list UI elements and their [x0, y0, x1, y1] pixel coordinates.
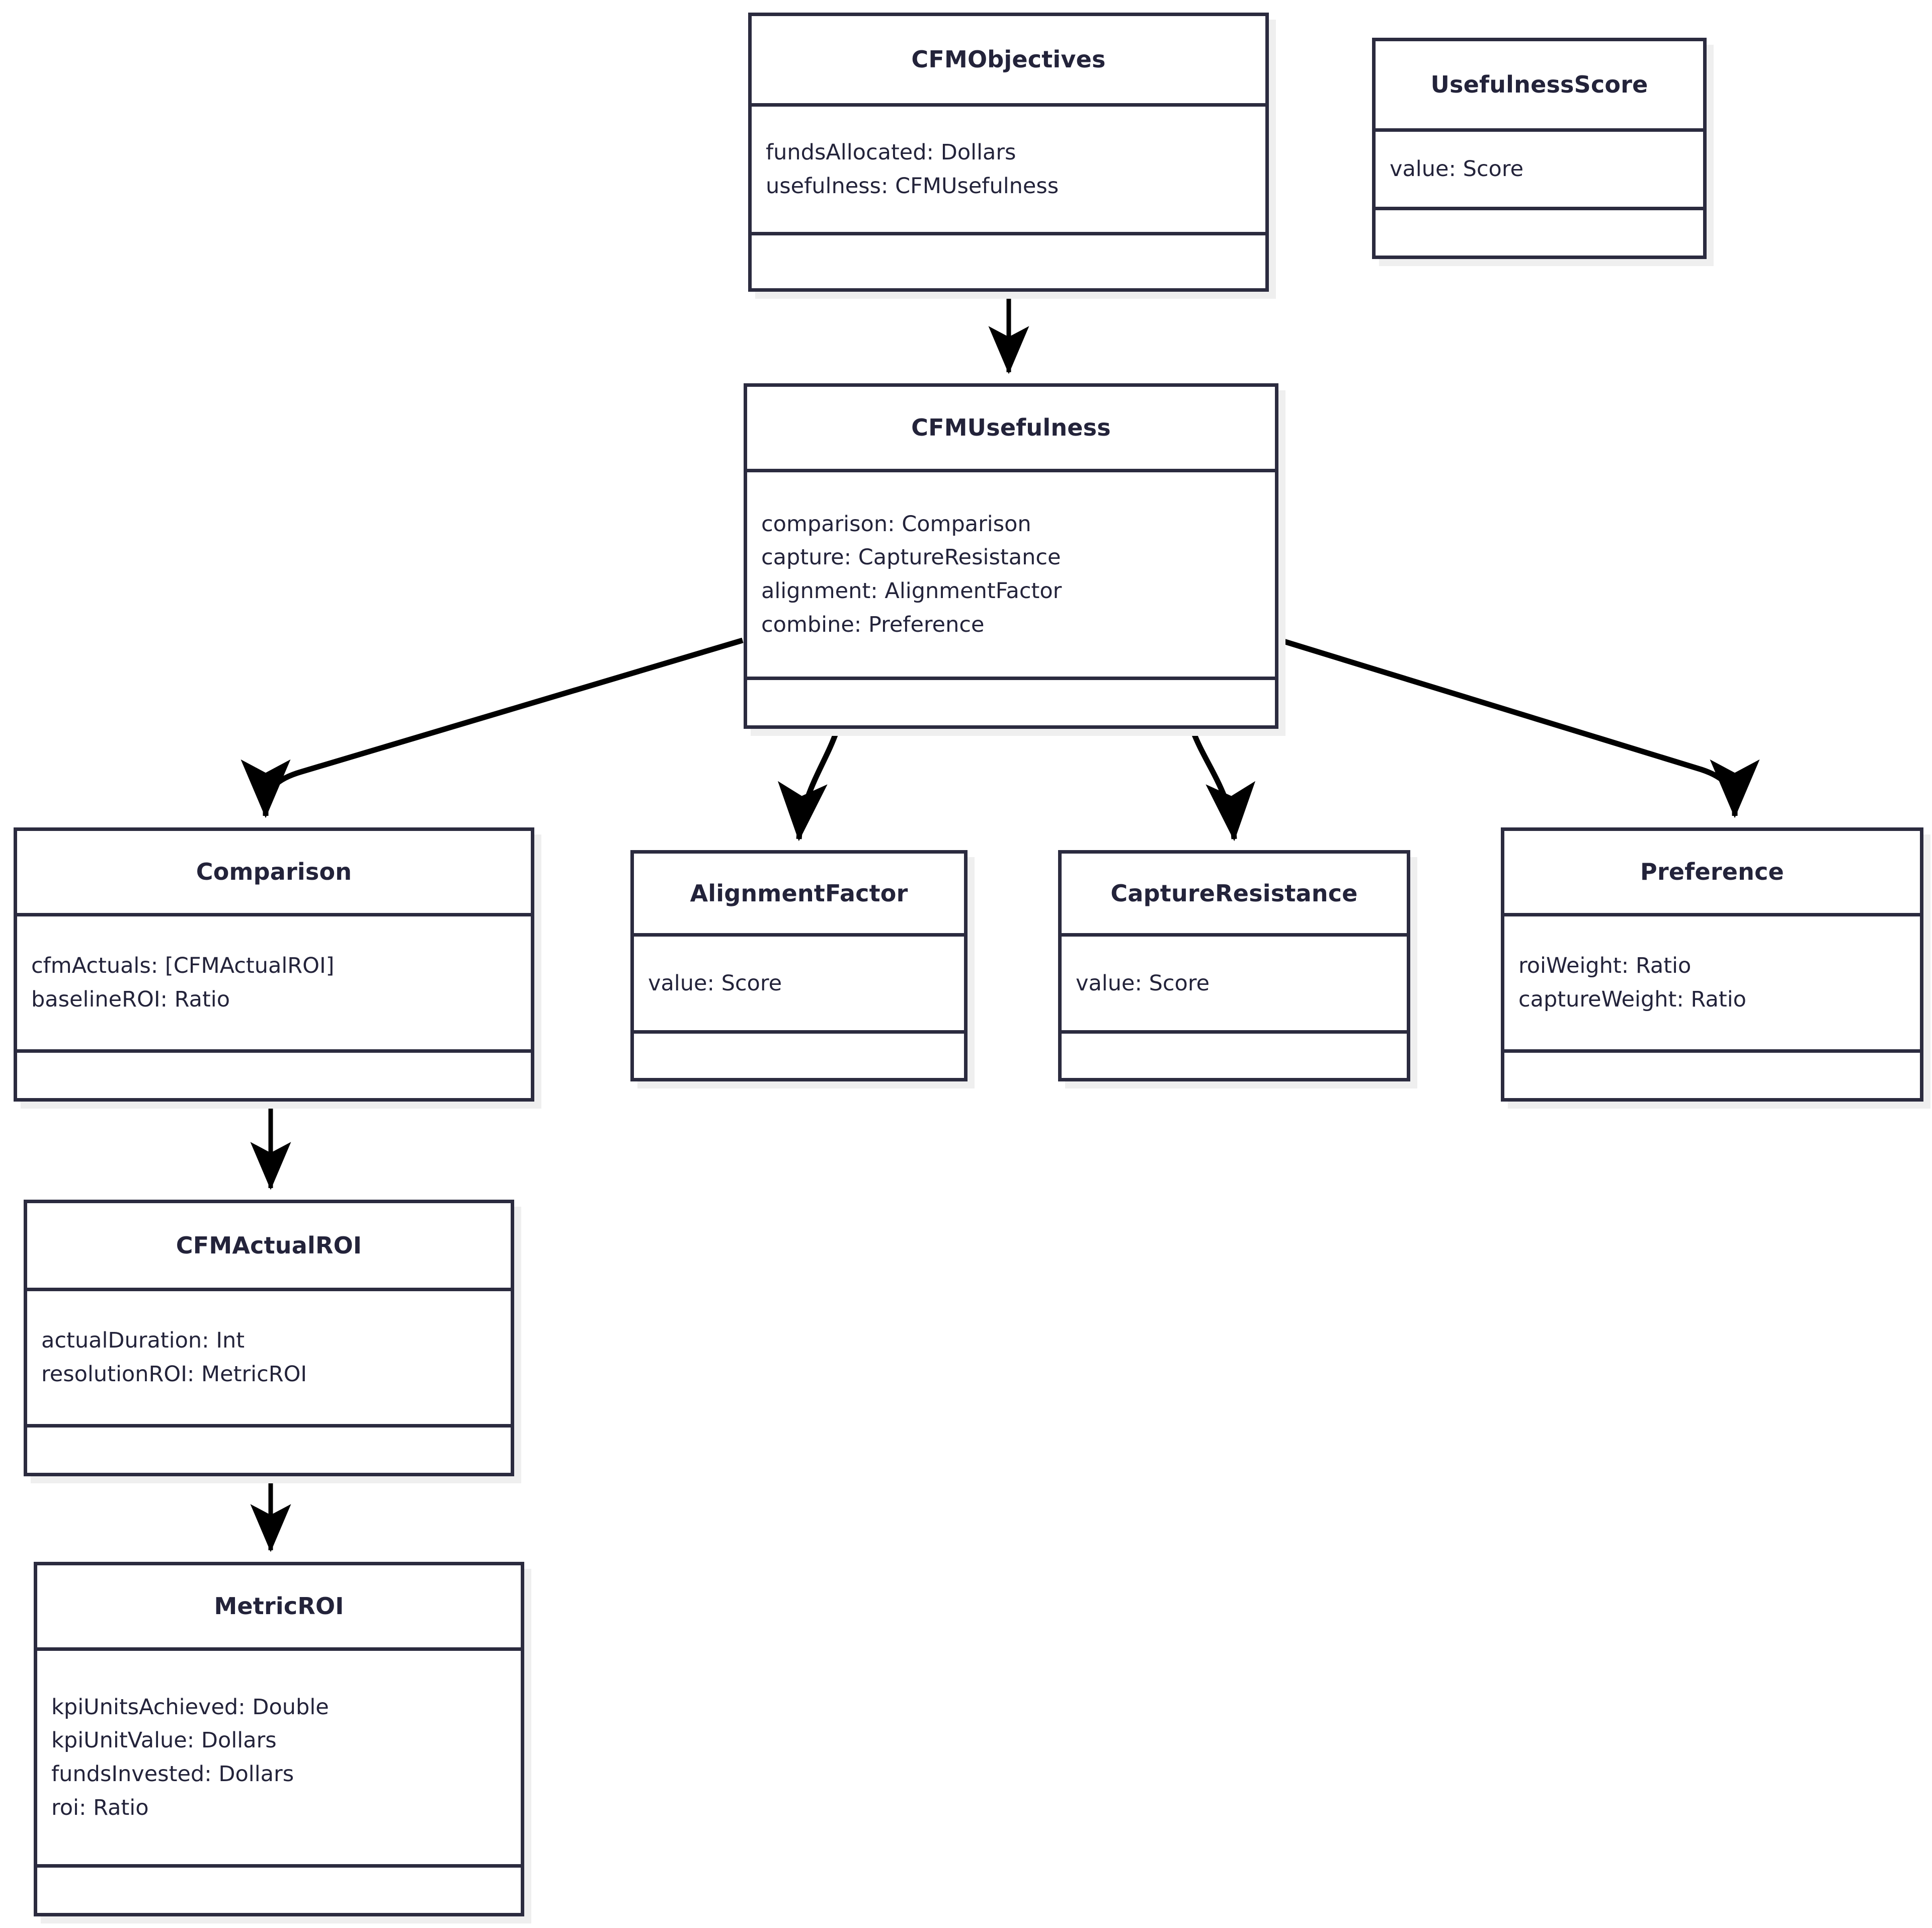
uml-class-attributes-cfmactualroi: actualDuration: Int resolutionROI: Metric… [27, 1291, 511, 1428]
uml-class-cfmactualroi[interactable]: CFMActualROI actualDuration: Int resolutio… [24, 1200, 514, 1476]
edge-cfmusefulness-to-captureresistance [1190, 730, 1256, 842]
uml-class-methods-cfmactualroi [27, 1428, 511, 1473]
uml-class-header-cfmactualroi: CFMActualROI [27, 1203, 511, 1291]
uml-class-header-preference: Preference [1504, 831, 1920, 916]
uml-class-attributes-captureresistance: value: Score [1062, 937, 1407, 1034]
uml-class-alignmentfactor[interactable]: AlignmentFactor value: Score [630, 850, 968, 1081]
uml-class-methods-comparison [17, 1053, 531, 1098]
uml-class-methods-cfmobjectives [752, 235, 1265, 288]
uml-class-methods-preference [1504, 1053, 1920, 1098]
edge-cfmusefulness-to-comparison [240, 637, 744, 818]
uml-class-attributes-cfmusefulness: comparison: Comparison capture: CaptureRe… [747, 472, 1275, 680]
uml-class-cfmusefulness[interactable]: CFMUsefulness comparison: Comparison captu… [744, 383, 1278, 729]
uml-class-preference[interactable]: Preference roiWeight: Ratio captureWeight:… [1501, 827, 1923, 1102]
uml-class-usefulnessscore[interactable]: UsefulnessScore value: Score [1372, 38, 1707, 259]
uml-class-attributes-usefulnessscore: value: Score [1376, 132, 1703, 210]
uml-attribute: kpiUnitValue: Dollars [51, 1728, 277, 1753]
uml-class-title-comparison: Comparison [196, 858, 352, 886]
uml-attribute: captureWeight: Ratio [1518, 987, 1746, 1012]
uml-attribute: baselineROI: Ratio [31, 987, 230, 1012]
uml-class-methods-metricroi [37, 1868, 521, 1913]
uml-class-title-usefulnessscore: UsefulnessScore [1430, 71, 1648, 99]
uml-class-methods-alignmentfactor [634, 1034, 964, 1078]
uml-class-header-metricroi: MetricROI [37, 1565, 521, 1651]
uml-class-attributes-metricroi: kpiUnitsAchieved: Double kpiUnitValue: Do… [37, 1651, 521, 1868]
uml-attribute: fundsInvested: Dollars [51, 1762, 294, 1787]
uml-class-title-preference: Preference [1640, 858, 1784, 886]
uml-class-title-metricroi: MetricROI [214, 1592, 344, 1620]
uml-class-cfmobjectives[interactable]: CFMObjectives fundsAllocated: Dollars usef… [748, 13, 1269, 292]
uml-attribute: value: Score [1390, 156, 1524, 182]
uml-attribute: roiWeight: Ratio [1518, 953, 1692, 979]
uml-class-header-comparison: Comparison [17, 831, 531, 916]
uml-attribute: usefulness: CFMUsefulness [766, 173, 1059, 199]
uml-attribute: fundsAllocated: Dollars [766, 139, 1016, 165]
uml-attribute: roi: Ratio [51, 1795, 149, 1820]
uml-attribute: alignment: AlignmentFactor [761, 578, 1062, 604]
uml-class-comparison[interactable]: Comparison cfmActuals: [CFMActualROI] base… [14, 827, 534, 1102]
uml-attribute: comparison: Comparison [761, 511, 1031, 537]
uml-attribute: resolutionROI: MetricROI [41, 1362, 307, 1387]
uml-attribute: actualDuration: Int [41, 1328, 245, 1354]
uml-class-title-alignmentfactor: AlignmentFactor [690, 879, 908, 907]
uml-class-methods-captureresistance [1062, 1034, 1407, 1078]
edge-cfmusefulness-to-preference [1279, 637, 1760, 818]
uml-class-methods-cfmusefulness [747, 680, 1275, 725]
uml-class-title-cfmusefulness: CFMUsefulness [911, 414, 1111, 442]
uml-class-header-cfmusefulness: CFMUsefulness [747, 387, 1275, 472]
uml-class-header-captureresistance: CaptureResistance [1062, 854, 1407, 937]
uml-class-attributes-comparison: cfmActuals: [CFMActualROI] baselineROI: R… [17, 916, 531, 1053]
uml-class-attributes-alignmentfactor: value: Score [634, 937, 964, 1034]
uml-attribute: value: Score [1076, 970, 1210, 996]
uml-class-header-alignmentfactor: AlignmentFactor [634, 854, 964, 937]
uml-class-attributes-preference: roiWeight: Ratio captureWeight: Ratio [1504, 916, 1920, 1053]
uml-attribute: capture: CaptureResistance [761, 545, 1061, 570]
edge-cfmusefulness-to-alignmentfactor [777, 730, 840, 842]
uml-class-title-cfmobjectives: CFMObjectives [911, 46, 1106, 73]
uml-class-title-cfmactualroi: CFMActualROI [176, 1231, 362, 1259]
uml-class-header-usefulnessscore: UsefulnessScore [1376, 41, 1703, 132]
uml-attribute: kpiUnitsAchieved: Double [51, 1694, 329, 1720]
uml-class-title-captureresistance: CaptureResistance [1110, 879, 1358, 907]
uml-class-methods-usefulnessscore [1376, 210, 1703, 256]
uml-class-attributes-cfmobjectives: fundsAllocated: Dollars usefulness: CFMUs… [752, 107, 1265, 235]
uml-attribute: combine: Preference [761, 612, 985, 637]
uml-attribute: cfmActuals: [CFMActualROI] [31, 953, 335, 979]
uml-class-header-cfmobjectives: CFMObjectives [752, 16, 1265, 107]
uml-class-captureresistance[interactable]: CaptureResistance value: Score [1058, 850, 1410, 1081]
uml-attribute: value: Score [648, 970, 782, 996]
